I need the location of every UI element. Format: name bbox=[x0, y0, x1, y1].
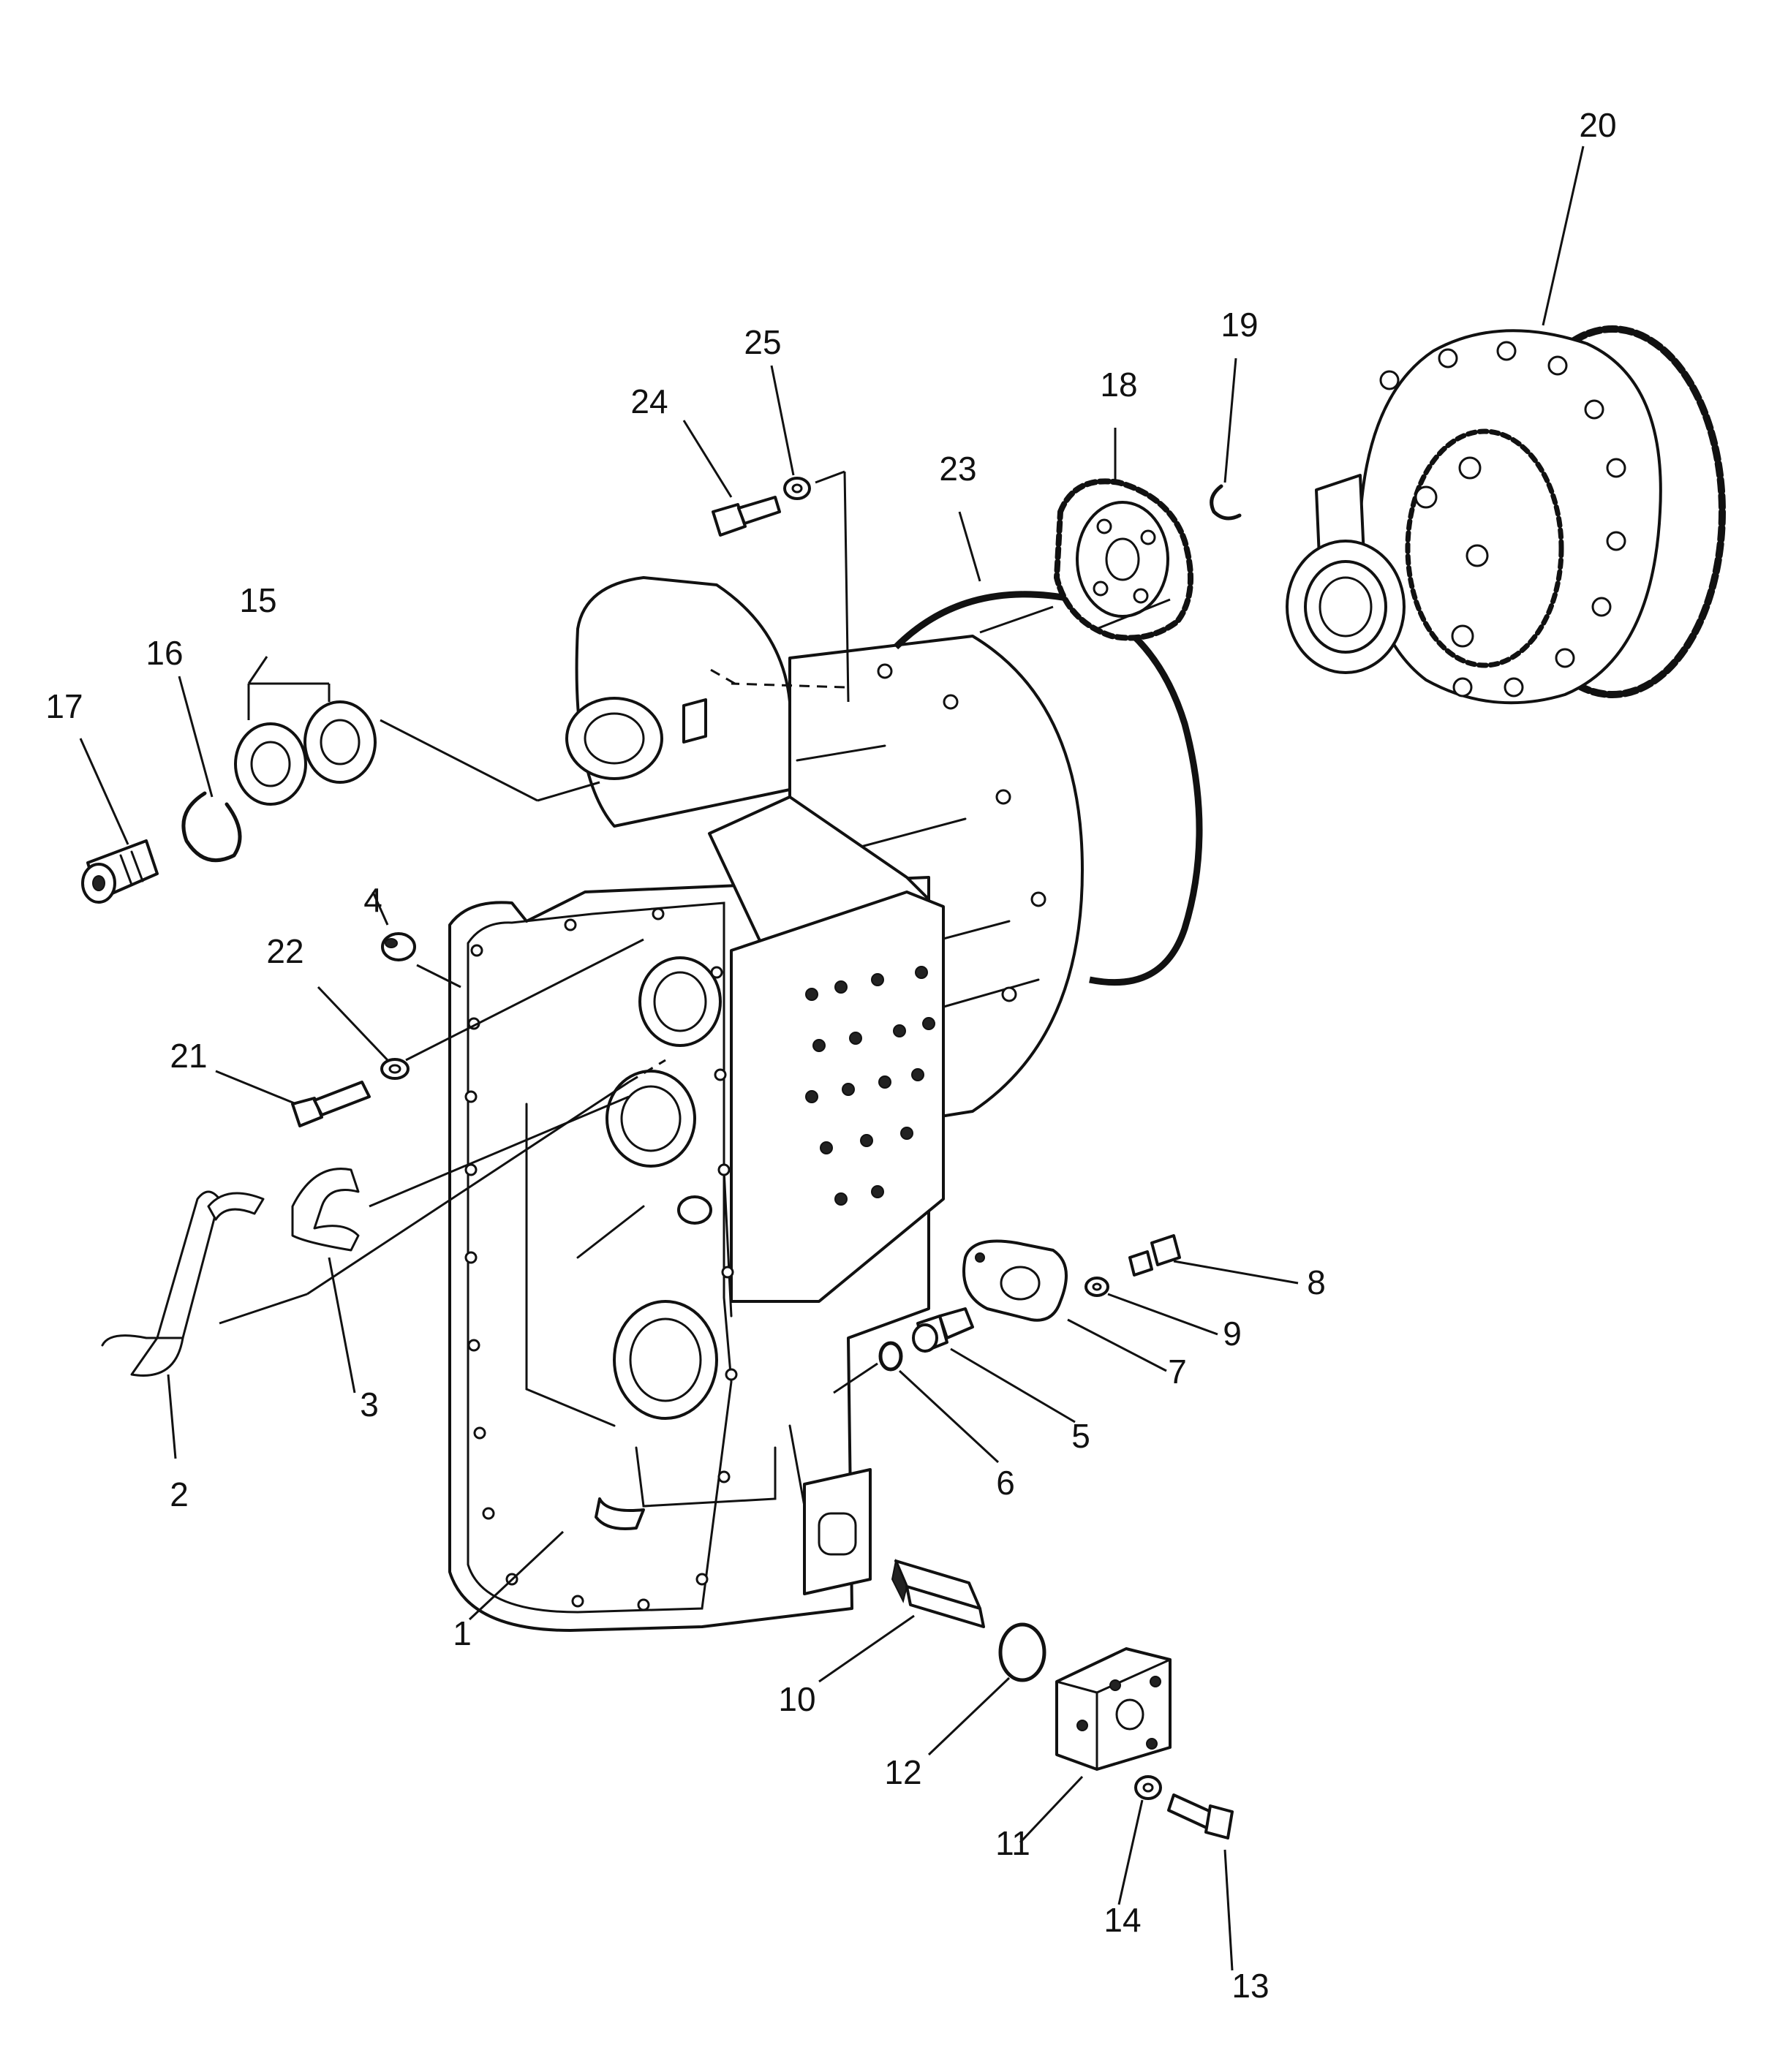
callout-10: 10 bbox=[778, 1680, 815, 1718]
callout-24: 24 bbox=[630, 382, 668, 420]
callout-3: 3 bbox=[360, 1385, 379, 1423]
assembly-lines bbox=[219, 470, 1171, 1394]
transmission-case bbox=[448, 576, 1084, 1632]
callout-4: 4 bbox=[363, 881, 382, 919]
tube-part-3 bbox=[291, 1168, 360, 1252]
callout-15: 15 bbox=[239, 581, 276, 619]
bolt-part-21 bbox=[291, 1081, 371, 1127]
bolt-part-13 bbox=[1167, 1793, 1234, 1840]
callout-16: 16 bbox=[146, 634, 183, 672]
callout-13: 13 bbox=[1231, 1967, 1269, 2005]
callout-leaders bbox=[79, 145, 1585, 1971]
sensor-part-5 bbox=[912, 1307, 974, 1353]
callout-12: 12 bbox=[884, 1753, 921, 1791]
plug-part-4 bbox=[381, 932, 416, 961]
callout-6: 6 bbox=[996, 1464, 1015, 1502]
torque-converter-part-20 bbox=[1286, 325, 1726, 705]
callout-7: 7 bbox=[1168, 1353, 1187, 1391]
bolt-part-24 bbox=[712, 496, 781, 537]
o-ring-part-12 bbox=[998, 1622, 1046, 1682]
callout-1: 1 bbox=[453, 1614, 472, 1652]
callout-9: 9 bbox=[1223, 1315, 1242, 1353]
tube-part-2 bbox=[101, 1190, 265, 1377]
o-ring-part-6 bbox=[878, 1341, 903, 1372]
filter-housing-part-11 bbox=[1055, 1647, 1172, 1771]
bearing-pair-part-15 bbox=[234, 700, 377, 806]
snap-ring-part-19 bbox=[1210, 484, 1242, 521]
callout-5: 5 bbox=[1071, 1417, 1090, 1455]
callout-14: 14 bbox=[1104, 1901, 1141, 1939]
callout-numbers: 1 2 3 4 5 6 7 8 9 10 11 12 13 14 15 16 1… bbox=[45, 106, 1616, 2005]
callout-23: 23 bbox=[939, 450, 976, 488]
cover-part-7 bbox=[962, 1239, 1068, 1322]
callout-2: 2 bbox=[170, 1475, 189, 1513]
callout-19: 19 bbox=[1221, 306, 1258, 344]
gear-part-18 bbox=[1054, 478, 1193, 641]
snap-ring-part-16 bbox=[181, 791, 242, 863]
strainer-part-10 bbox=[891, 1558, 985, 1628]
callout-25: 25 bbox=[744, 323, 781, 361]
bolt-part-8 bbox=[1128, 1234, 1181, 1277]
callout-17: 17 bbox=[45, 687, 83, 725]
callout-18: 18 bbox=[1100, 366, 1137, 404]
callout-21: 21 bbox=[170, 1037, 207, 1075]
washer-part-25 bbox=[783, 477, 811, 500]
washer-part-9 bbox=[1085, 1277, 1109, 1297]
washer-part-14 bbox=[1134, 1775, 1162, 1800]
o-ring-part-23 bbox=[893, 591, 1203, 986]
shaft-part-17 bbox=[81, 839, 159, 904]
callout-8: 8 bbox=[1307, 1263, 1326, 1301]
callout-20: 20 bbox=[1579, 106, 1616, 144]
callout-22: 22 bbox=[266, 932, 303, 970]
washer-part-22 bbox=[380, 1058, 410, 1080]
callout-11: 11 bbox=[995, 1824, 1030, 1862]
valve-body-holes bbox=[805, 966, 935, 1206]
